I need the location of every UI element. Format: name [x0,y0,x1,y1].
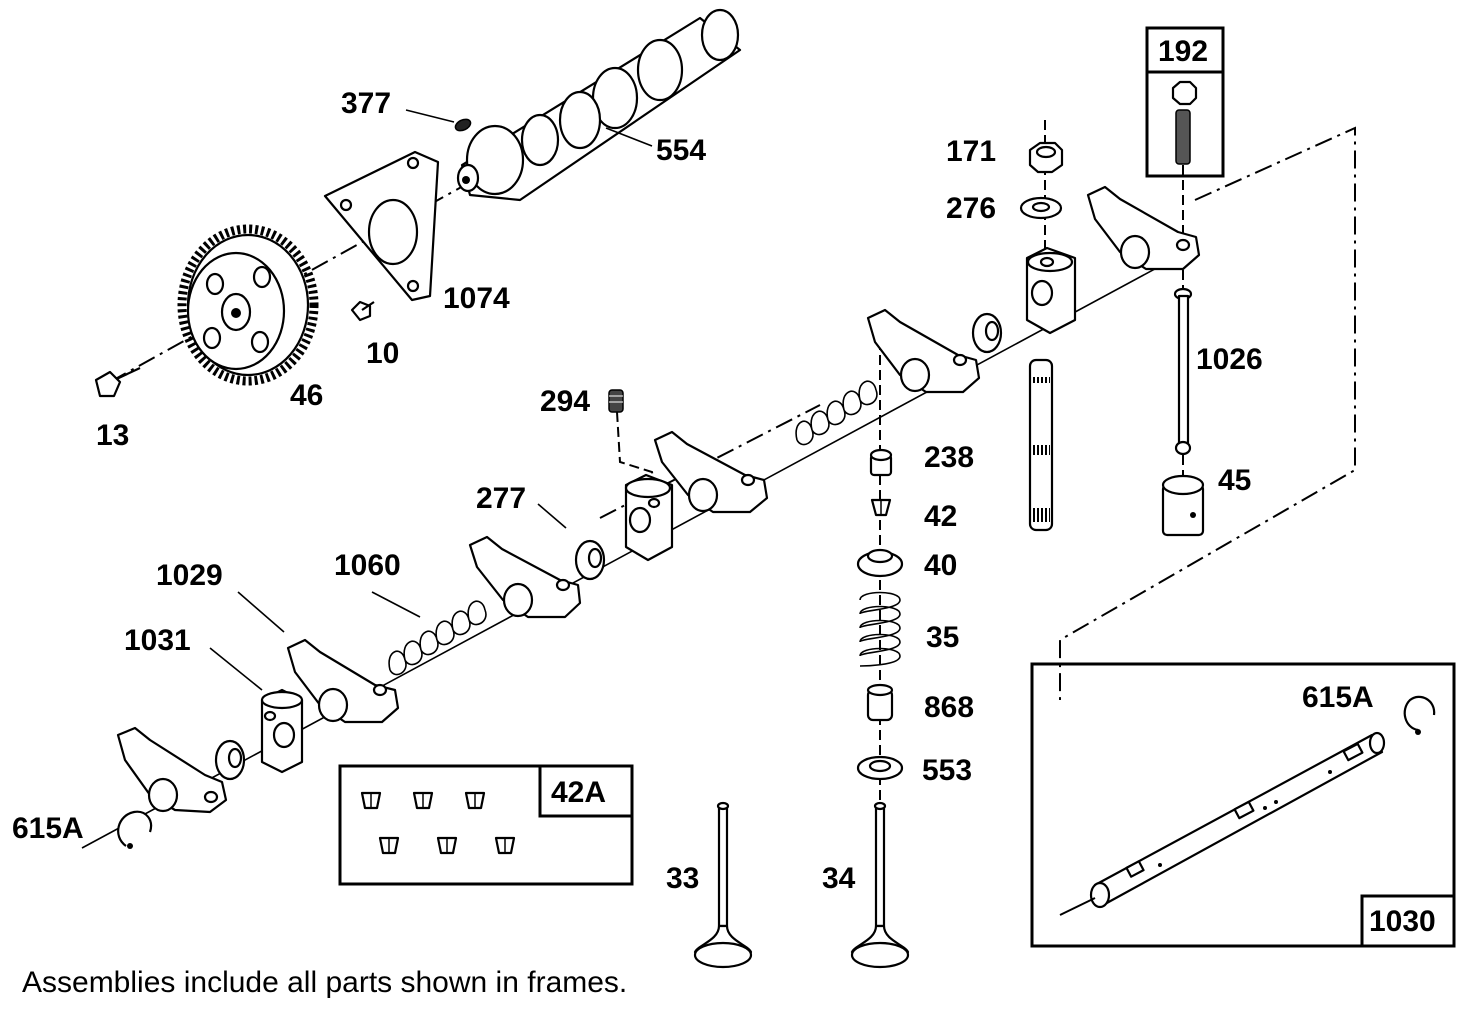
rocker-support-middle [624,473,674,562]
label-33: 33 [666,862,699,895]
label-377: 377 [341,87,391,120]
label-10: 10 [366,337,399,370]
shaft-spring-upper [795,380,878,446]
rocker-support-1031 [260,688,304,774]
keeper-icons [360,791,516,855]
push-rod [1028,358,1054,532]
spring-retainer-40 [856,548,904,578]
stud-assembly-frame [1145,26,1225,178]
rocker-shaft-frame [1030,662,1456,948]
leader-lines [209,109,653,691]
valve-washer-553 [856,755,904,781]
label-615a-left: 615A [12,812,84,845]
label-1029: 1029 [156,559,223,592]
label-46: 46 [290,379,323,412]
exhaust-valve-33 [693,801,753,969]
label-294: 294 [540,385,590,418]
label-276: 276 [946,192,996,225]
gasket-plate [323,150,440,302]
rocker-support-upper [1025,246,1077,335]
label-238: 238 [924,441,974,474]
rocker-arm-3 [468,535,582,619]
label-553: 553 [922,754,972,787]
spacer-washer-1 [214,739,246,781]
intake-valve-34 [850,801,910,969]
flat-washer [1019,196,1063,220]
spacer-washer-upper [971,312,1003,354]
part-labels: 377 554 1074 10 46 13 294 277 1029 1060 … [12,35,1436,938]
spacer-washer-277 [574,539,606,581]
valve-pushrod [1173,287,1193,456]
label-42: 42 [924,500,957,533]
camshaft [456,8,742,202]
valve-spring-35 [859,591,901,667]
label-277: 277 [476,482,526,515]
label-171: 171 [946,135,996,168]
rocker-arm-4 [653,430,769,514]
label-615a-right: 615A [1302,681,1374,714]
keeper-set-frame [338,764,634,886]
label-554: 554 [656,134,706,167]
set-screw [608,389,624,413]
label-1074: 1074 [443,282,510,315]
valve-seal-868 [866,683,894,722]
retaining-ring-right [1403,695,1436,735]
retaining-ring-left [117,810,153,849]
label-40: 40 [924,549,957,582]
shaft-spring-1060 [388,600,487,676]
label-1060: 1060 [334,549,401,582]
label-13: 13 [96,419,129,452]
label-1031: 1031 [124,624,191,657]
cam-gear [177,224,319,386]
label-192: 192 [1158,35,1208,68]
rocker-arm-5 [866,308,981,394]
valve-cap-238 [869,448,893,477]
label-42a: 42A [551,776,606,809]
gasket-screw [350,300,375,322]
rocker-arm-2 [286,638,400,724]
label-868: 868 [924,691,974,724]
woodruff-key [454,118,472,132]
label-1026: 1026 [1196,343,1263,376]
rocker-arm-6 [1086,185,1201,271]
label-45: 45 [1218,464,1251,497]
tappet [1161,474,1205,537]
label-34: 34 [822,862,856,895]
label-1030: 1030 [1369,905,1436,938]
valve-keeper-42 [870,498,892,517]
adjusting-nut [1028,141,1064,174]
label-35: 35 [926,621,959,654]
gear-bolt [94,367,141,398]
assemblies-caption: Assemblies include all parts shown in fr… [22,966,628,999]
rocker-arm-1 [116,726,228,814]
